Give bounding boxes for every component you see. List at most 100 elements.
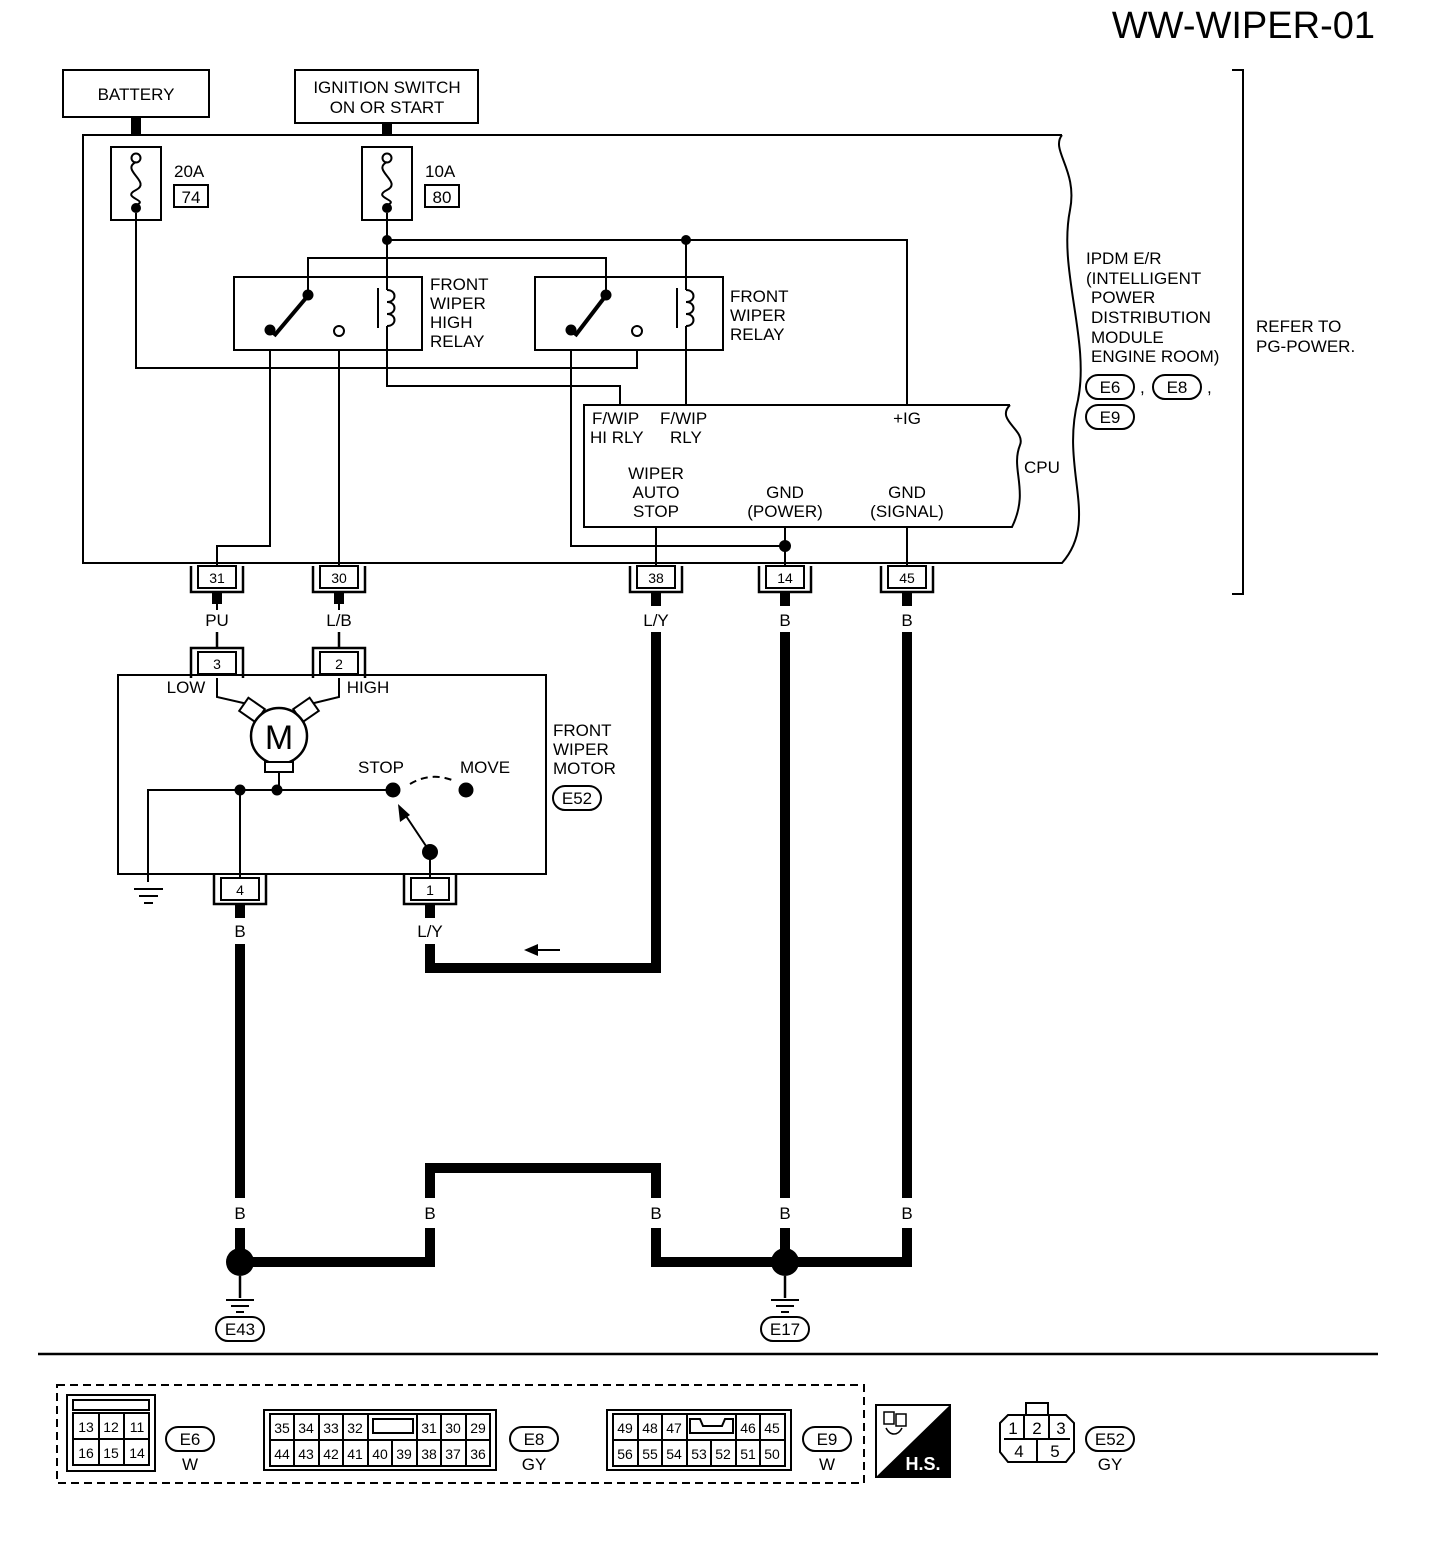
fuse-20a-number: 74 [182, 188, 201, 207]
e9-pin-56: 56 [617, 1446, 633, 1462]
e8-view-id: E8 [524, 1430, 545, 1449]
terminal-14-pin: 14 [777, 570, 793, 586]
fuse-10a-number: 80 [433, 188, 452, 207]
ground-wire-label-4: B [779, 1204, 790, 1223]
ground-e43: E43 [215, 1276, 265, 1342]
motor-pin-3: 3 [213, 656, 221, 672]
e8-pin-43: 43 [298, 1446, 314, 1462]
svg-text:,: , [1207, 378, 1212, 397]
e52-view-color: GY [1098, 1455, 1123, 1474]
e9-pin-51: 51 [740, 1446, 756, 1462]
e8-pin-34: 34 [298, 1420, 314, 1436]
ground-wire-label-5: B [901, 1204, 912, 1223]
fuse-10a: 10A 80 [361, 146, 460, 221]
e8-pin-38: 38 [421, 1446, 437, 1462]
e8-pin-33: 33 [323, 1420, 339, 1436]
e52-view-id: E52 [1095, 1430, 1125, 1449]
e8-pin-41: 41 [347, 1446, 363, 1462]
motor-label-line-3: MOTOR [553, 759, 616, 778]
terminal-38-pin: 38 [648, 570, 664, 586]
cpu-pin-gnd-power-label-2: (POWER) [747, 502, 823, 521]
e6-pin-11: 11 [130, 1419, 145, 1435]
motor-pin-4-wire: B [234, 922, 245, 941]
ignition-switch-source: IGNITION SWITCH ON OR START [294, 69, 479, 135]
e9-view-id: E9 [817, 1430, 838, 1449]
ipdm-label-line-5: MODULE [1091, 328, 1164, 347]
battery-source: BATTERY [62, 69, 210, 135]
cpu-pin-hi-rly-label-2: HI RLY [590, 428, 644, 447]
connector-views-frame [56, 1384, 865, 1484]
motor-low-label: LOW [167, 678, 206, 697]
e6-view-id: E6 [180, 1430, 201, 1449]
cpu-pin-gnd-signal-label-1: GND [888, 483, 926, 502]
e52-pin-4: 4 [1014, 1442, 1023, 1461]
motor-m-symbol: M [265, 719, 293, 757]
front-wiper-high-relay: FRONT WIPER HIGH RELAY [233, 258, 489, 351]
e8-pin-31: 31 [421, 1420, 437, 1436]
motor-pin-2: 2 [335, 656, 343, 672]
ipdm-connector-e8: E8 [1167, 378, 1188, 397]
harness-side-label: H.S. [905, 1454, 940, 1474]
e9-pin-55: 55 [642, 1446, 658, 1462]
cpu-pin-rly-label-1: F/WIP [660, 409, 707, 428]
fuse-20a: 20A 74 [110, 146, 209, 221]
e9-view-color: W [819, 1455, 835, 1474]
ipdm-label-line-6: ENGINE ROOM) [1091, 347, 1219, 366]
connector-view-e6: 13 12 11 16 15 14 E6 W [66, 1394, 215, 1474]
e8-view-color: GY [522, 1455, 547, 1474]
motor-stop-label: STOP [358, 758, 404, 777]
motor-pin-1-wire: L/Y [417, 922, 443, 941]
e9-pin-54: 54 [666, 1446, 682, 1462]
ipdm-label-line-4: DISTRIBUTION [1091, 308, 1211, 327]
ipdm-connector-e6: E6 [1100, 378, 1121, 397]
e8-pin-40: 40 [372, 1446, 388, 1462]
terminal-45: 45 B [879, 565, 935, 630]
ipdm-label: IPDM E/R (INTELLIGENT POWER DISTRIBUTION… [1085, 69, 1355, 595]
motor-pin-1: 1 [426, 882, 434, 898]
e9-pin-46: 46 [740, 1420, 756, 1436]
e8-pin-44: 44 [274, 1446, 290, 1462]
motor-connector-e52: E52 [562, 789, 592, 808]
e6-pin-15: 15 [103, 1445, 119, 1461]
front-wiper-relay: FRONT WIPER RELAY [534, 258, 789, 351]
connector-view-e9: 49 48 47 46 45 56 55 54 53 52 51 50 E9 W [606, 1409, 852, 1474]
terminal-14: 14 B [757, 565, 813, 630]
motor-feed-wires [215, 632, 341, 648]
harness-wires: B B B B B [226, 632, 913, 1276]
fuse-10a-rating: 10A [425, 162, 456, 181]
ground-wire-label-1: B [234, 1204, 245, 1223]
cpu-pin-auto-stop-label-1: WIPER [628, 464, 684, 483]
cpu-pin-hi-rly-label-1: F/WIP [592, 409, 639, 428]
e8-pin-37: 37 [445, 1446, 461, 1462]
terminal-30-wire: L/B [326, 611, 352, 630]
terminal-38-wire: L/Y [643, 611, 669, 630]
terminal-31-wire: PU [205, 611, 229, 630]
high-relay-label-2: WIPER [430, 294, 486, 313]
ipdm-terminals: 31 PU 30 L/B 38 L/Y 14 B [189, 565, 935, 630]
cpu-pin-gnd-signal-label-2: (SIGNAL) [870, 502, 944, 521]
terminal-30: 30 L/B [311, 565, 367, 630]
ipdm-label-line-1: IPDM E/R [1086, 249, 1162, 268]
ground-e17: E17 [760, 1276, 810, 1342]
ignition-label-line1: IGNITION SWITCH [313, 78, 460, 97]
battery-label: BATTERY [98, 85, 175, 104]
e9-pin-47: 47 [666, 1420, 682, 1436]
e6-pin-14: 14 [129, 1445, 145, 1461]
ground-e43-label: E43 [225, 1320, 255, 1339]
e52-pin-2: 2 [1032, 1419, 1041, 1438]
e8-pin-32: 32 [347, 1420, 363, 1436]
e9-pin-49: 49 [617, 1420, 633, 1436]
terminal-45-pin: 45 [899, 570, 915, 586]
e8-pin-29: 29 [470, 1420, 486, 1436]
terminal-38: 38 L/Y [628, 565, 684, 630]
high-relay-label-1: FRONT [430, 275, 489, 294]
ipdm-label-line-2: (INTELLIGENT [1086, 269, 1201, 288]
motor-high-label: HIGH [347, 678, 390, 697]
e6-pin-16: 16 [78, 1445, 94, 1461]
refer-label-line-1: REFER TO [1256, 317, 1341, 336]
e8-pin-36: 36 [470, 1446, 486, 1462]
terminal-45-wire: B [901, 611, 912, 630]
connector-view-e8: 35 34 33 32 31 30 29 44 43 42 41 40 39 3… [263, 1409, 559, 1474]
e52-pin-5: 5 [1050, 1442, 1059, 1461]
